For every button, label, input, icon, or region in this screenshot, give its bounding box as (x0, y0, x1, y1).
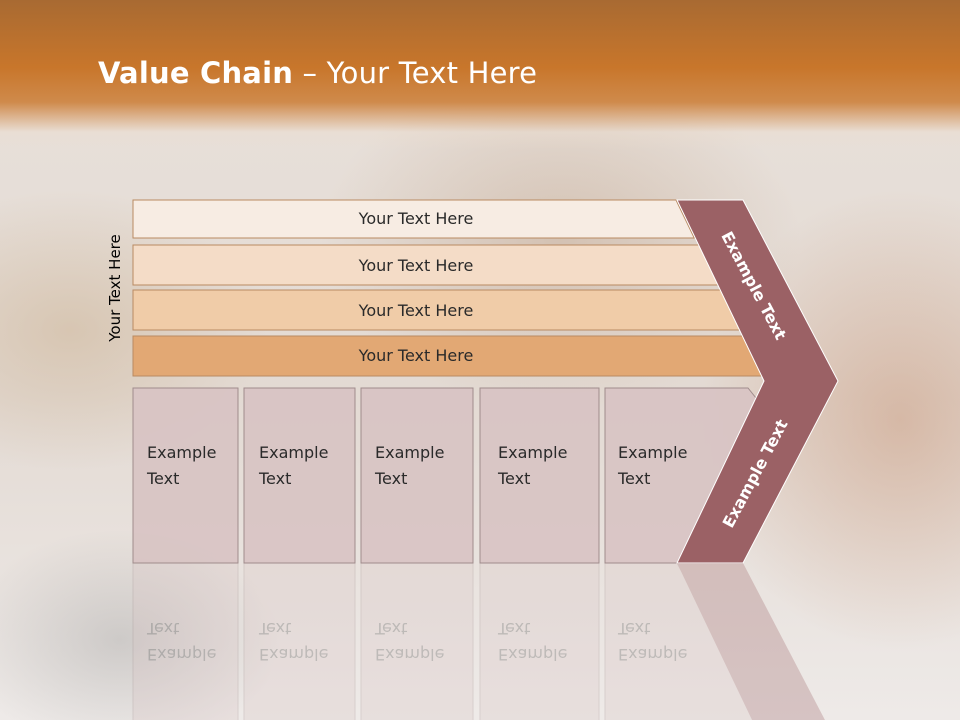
chain-row-4-label[interactable]: Your Text Here (358, 346, 474, 365)
chain-row-1-band[interactable] (132, 199, 696, 239)
cell-2-label[interactable]: Example Text (259, 443, 329, 488)
chain-row-2-label[interactable]: Your Text Here (358, 256, 474, 275)
slide-title: Value Chain – Your Text Here (98, 56, 537, 90)
cell-3-box[interactable] (360, 387, 474, 564)
cell-4-label[interactable]: Example Text (498, 443, 568, 488)
cell-3-label[interactable]: Example Text (375, 443, 445, 488)
cell-2-box[interactable] (243, 387, 356, 564)
title-strong: Value Chain (98, 56, 294, 90)
title-rest: – Your Text Here (293, 56, 538, 90)
value-chain-chevron[interactable] (676, 199, 839, 564)
cell-1-label[interactable]: Example Text (147, 443, 217, 488)
chain-row-1-label[interactable]: Your Text Here (358, 209, 474, 228)
title-bar (0, 0, 960, 150)
cell-4-box[interactable] (479, 387, 600, 564)
cell-1-box[interactable] (132, 387, 239, 564)
chain-row-3-label[interactable]: Your Text Here (358, 301, 474, 320)
cell-5-label[interactable]: Example Text (618, 443, 688, 488)
